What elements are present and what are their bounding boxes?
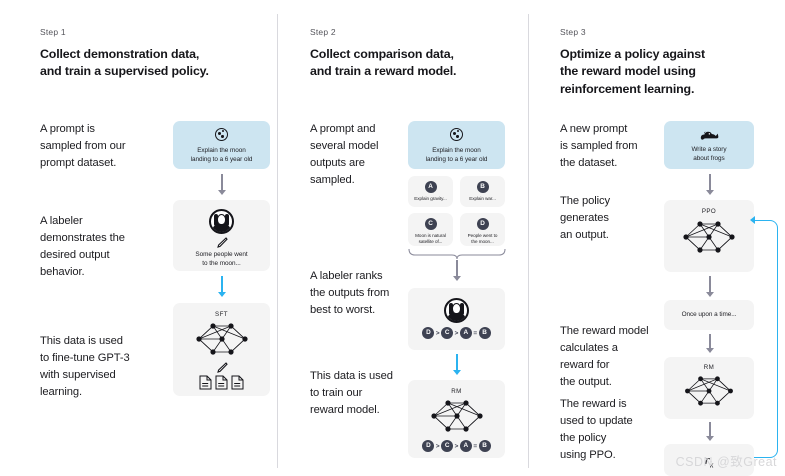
- neural-network-icon: [685, 376, 733, 406]
- rank-op-1: >: [435, 329, 440, 337]
- option-text-a: Explain gravity...: [414, 195, 447, 201]
- ranking-row: D > C > A = B: [408, 440, 505, 452]
- step-3-prompt-card: Write a story about frogs: [664, 121, 754, 169]
- step-2-ranking-card: D > C > A = B: [408, 288, 505, 350]
- rm-label: RM: [451, 388, 462, 395]
- feedback-loop-arrowhead: [750, 216, 755, 224]
- step-1-arrow-2: [217, 276, 226, 298]
- step-2-caption-1: A prompt and several model outputs are s…: [310, 123, 379, 187]
- rank-op-3: =: [473, 442, 478, 450]
- step-3-caption-4: The reward is used to update the policy …: [560, 398, 633, 462]
- step-1-label: Step 1: [40, 27, 66, 37]
- rm-label: RM: [703, 364, 715, 371]
- rank-op-1: >: [435, 442, 440, 450]
- step-1-labeler-card: Some people went to the moon...: [173, 200, 270, 271]
- pencil-icon: [216, 237, 228, 248]
- option-badge-c: C: [424, 218, 437, 230]
- step-1-prompt-text: Explain the moon landing to a 6 year old: [190, 147, 253, 164]
- step-3-label: Step 3: [560, 27, 586, 37]
- step-2-column: Step 2 Collect comparison data, and trai…: [278, 28, 530, 470]
- step-2-caption-2: A labeler ranks the outputs from best to…: [310, 270, 390, 317]
- frog-icon: [700, 131, 719, 140]
- step-2-label: Step 2: [310, 27, 336, 37]
- step-2-arrow-2: [452, 354, 461, 376]
- step-3-reward-card: rk: [664, 444, 754, 476]
- step-1-caption-3: This data is used to fine-tune GPT-3 wit…: [40, 335, 130, 399]
- ranking-row: D > C > A = B: [408, 327, 505, 339]
- step-1-column: Step 1 Collect demonstration data, and t…: [8, 28, 278, 470]
- step-1-labeler-text: Some people went to the moon...: [195, 251, 248, 268]
- step-1-sft-card: SFT: [173, 303, 270, 396]
- step-1-caption-2: A labeler demonstrates the desired outpu…: [40, 215, 125, 279]
- labeler-avatar-icon: [444, 298, 469, 323]
- moon-icon: [450, 128, 463, 141]
- option-badge-b: B: [476, 181, 489, 193]
- step-3-caption-1: A new prompt is sampled from the dataset…: [560, 123, 638, 170]
- step-2-option-c: C Moon is natural satellite of...: [408, 213, 453, 246]
- reward-symbol: rk: [704, 452, 714, 470]
- option-text-b: Explain war...: [469, 195, 496, 201]
- rank-pill-1: D: [422, 327, 435, 339]
- step-1-arrow-1: [217, 174, 226, 196]
- step-3-ppo-card: PPO: [664, 200, 754, 272]
- labeler-avatar-icon: [209, 209, 234, 234]
- step-3-title: Optimize a policy against the reward mod…: [560, 46, 705, 96]
- rank-pill-1: D: [422, 440, 435, 452]
- step-3-prompt-text: Write a story about frogs: [691, 146, 727, 163]
- step-3-output-card: Once upon a time...: [664, 300, 754, 330]
- rank-op-3: =: [473, 329, 478, 337]
- step-3-output-text: Once upon a time...: [681, 311, 737, 318]
- rank-pill-3: A: [459, 440, 472, 452]
- option-text-d: People went to the moon...: [467, 232, 498, 245]
- step-1-title: Collect demonstration data, and train a …: [40, 46, 209, 79]
- neural-network-icon: [683, 221, 735, 253]
- rank-pill-4: B: [478, 327, 491, 339]
- step-3-caption-2: The policy generates an output.: [560, 195, 610, 242]
- step-2-prompt-card: Explain the moon landing to a 6 year old: [408, 121, 505, 169]
- step-2-option-d: D People went to the moon...: [460, 213, 505, 246]
- option-text-c: Moon is natural satellite of...: [415, 232, 446, 245]
- step-3-arrow-4: [705, 422, 714, 442]
- step-1-caption-1: A prompt is sampled from our prompt data…: [40, 123, 126, 170]
- step-3-arrow-1: [705, 174, 714, 196]
- step-3-arrow-3: [705, 334, 714, 354]
- watermark: CSDN @致Great: [675, 455, 777, 469]
- ppo-label: PPO: [701, 208, 717, 215]
- rank-pill-2: C: [441, 327, 454, 339]
- rank-op-2: >: [454, 329, 459, 337]
- column-divider-1: [277, 14, 278, 468]
- step-3-column: Step 3 Optimize a policy against the rew…: [530, 27, 785, 476]
- grouping-brace: [408, 248, 506, 260]
- step-1-prompt-card: Explain the moon landing to a 6 year old: [173, 121, 270, 169]
- pencil-icon: [216, 362, 228, 373]
- rank-pill-3: A: [459, 327, 472, 339]
- moon-icon: [215, 128, 228, 141]
- neural-network-icon: [430, 400, 483, 432]
- feedback-loop-arrow: [754, 220, 778, 458]
- column-divider-2: [528, 14, 529, 468]
- rank-op-2: >: [454, 442, 459, 450]
- sft-label: SFT: [215, 311, 228, 318]
- neural-network-icon: [195, 323, 248, 355]
- step-2-arrow-1: [452, 260, 461, 282]
- step-2-option-a: A Explain gravity...: [408, 176, 453, 207]
- option-badge-a: A: [424, 181, 437, 193]
- step-2-prompt-text: Explain the moon landing to a 6 year old: [425, 147, 488, 164]
- step-2-caption-3: This data is used to train our reward mo…: [310, 370, 393, 417]
- step-2-rm-card: RM D > C >: [408, 380, 505, 458]
- documents-icon: [173, 375, 270, 390]
- step-2-title: Collect comparison data, and train a rew…: [310, 46, 457, 79]
- rank-pill-4: B: [478, 440, 491, 452]
- rank-pill-2: C: [441, 440, 454, 452]
- step-3-caption-3: The reward model calculates a reward for…: [560, 325, 649, 389]
- step-3-rm-card: RM: [664, 357, 754, 419]
- step-3-arrow-2: [705, 276, 714, 298]
- option-badge-d: D: [476, 218, 489, 230]
- step-2-option-b: B Explain war...: [460, 176, 505, 207]
